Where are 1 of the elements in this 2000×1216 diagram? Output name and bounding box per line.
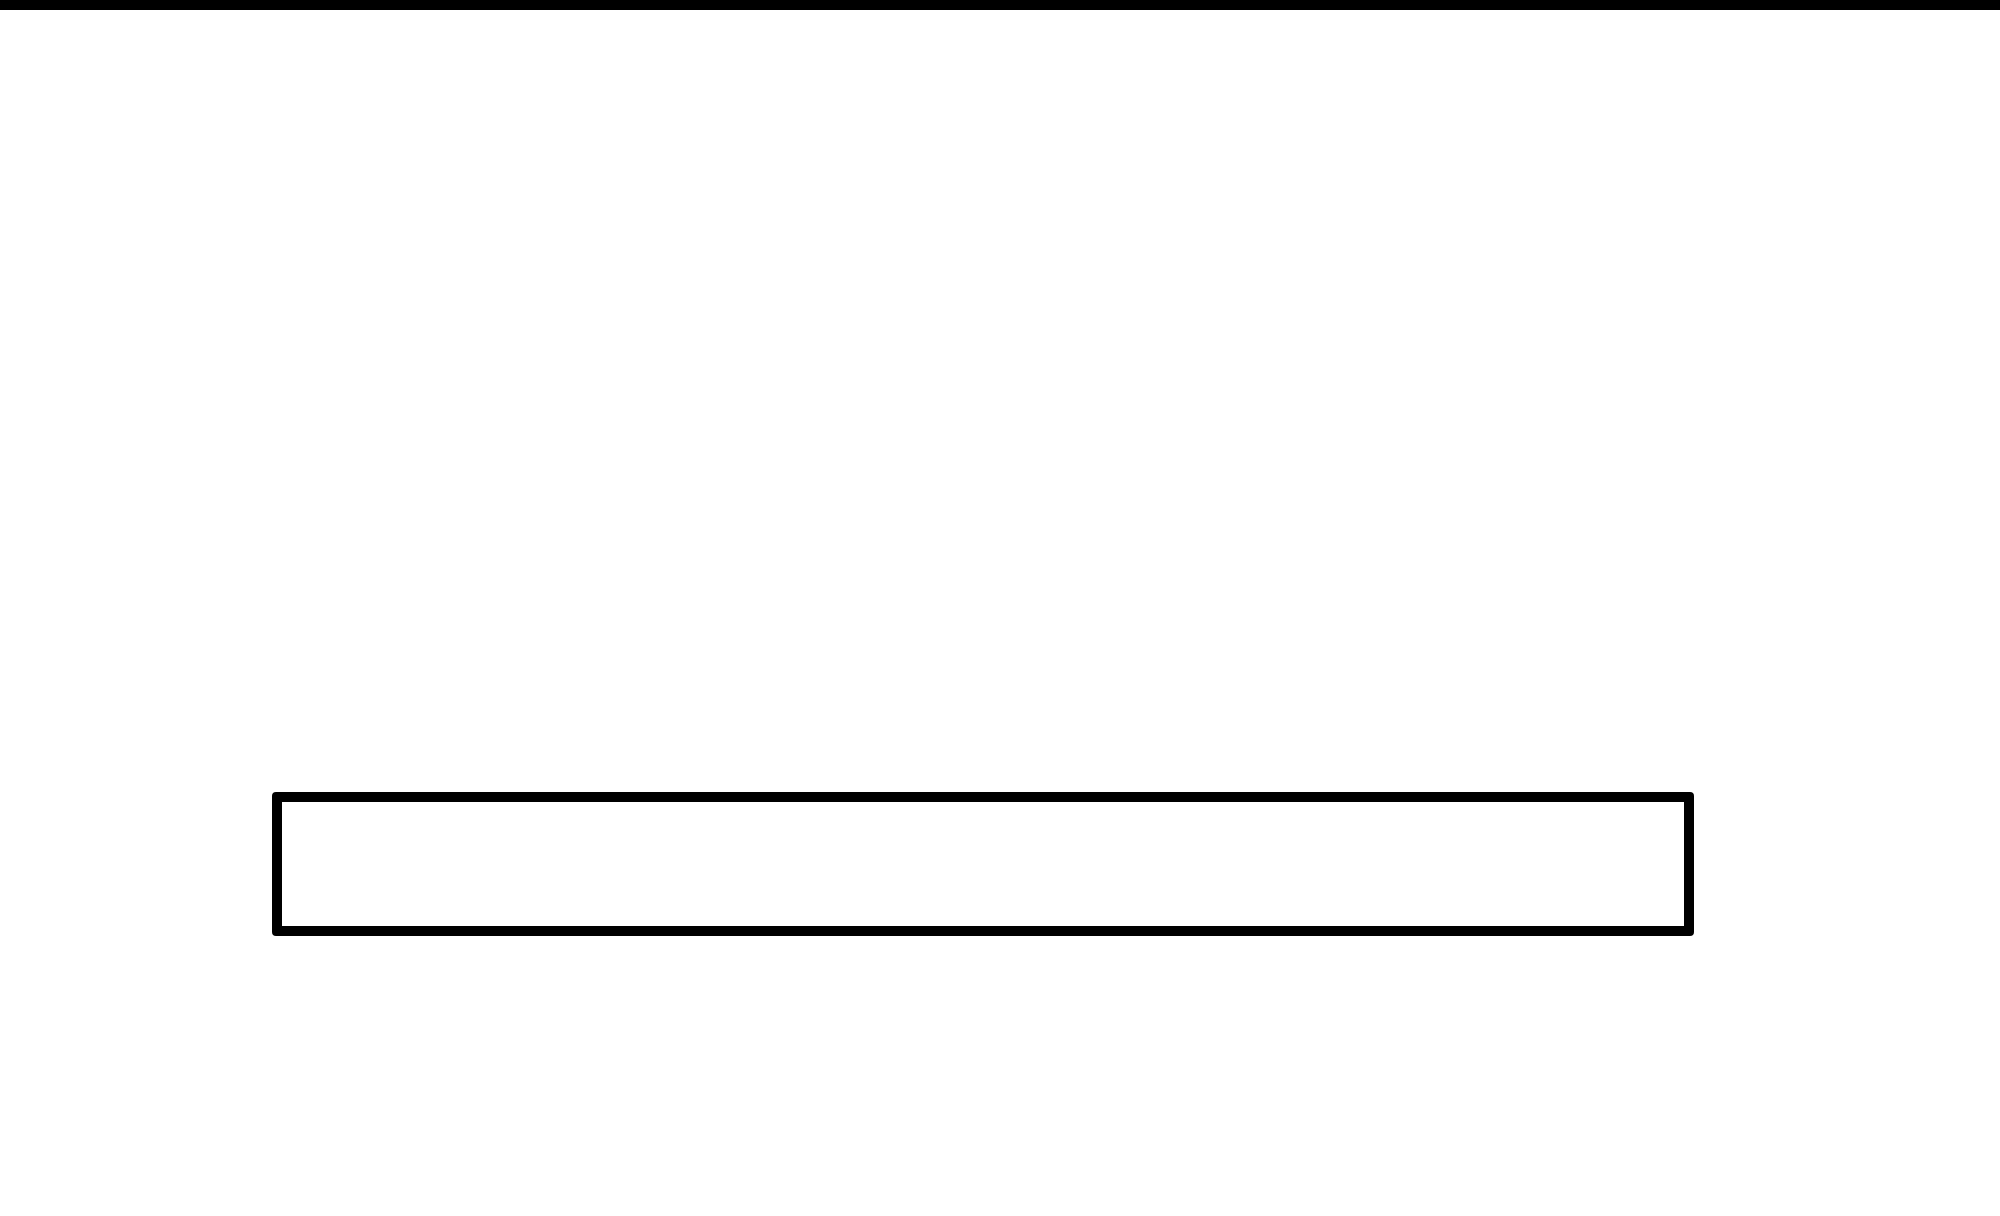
empty-box <box>272 792 1694 936</box>
